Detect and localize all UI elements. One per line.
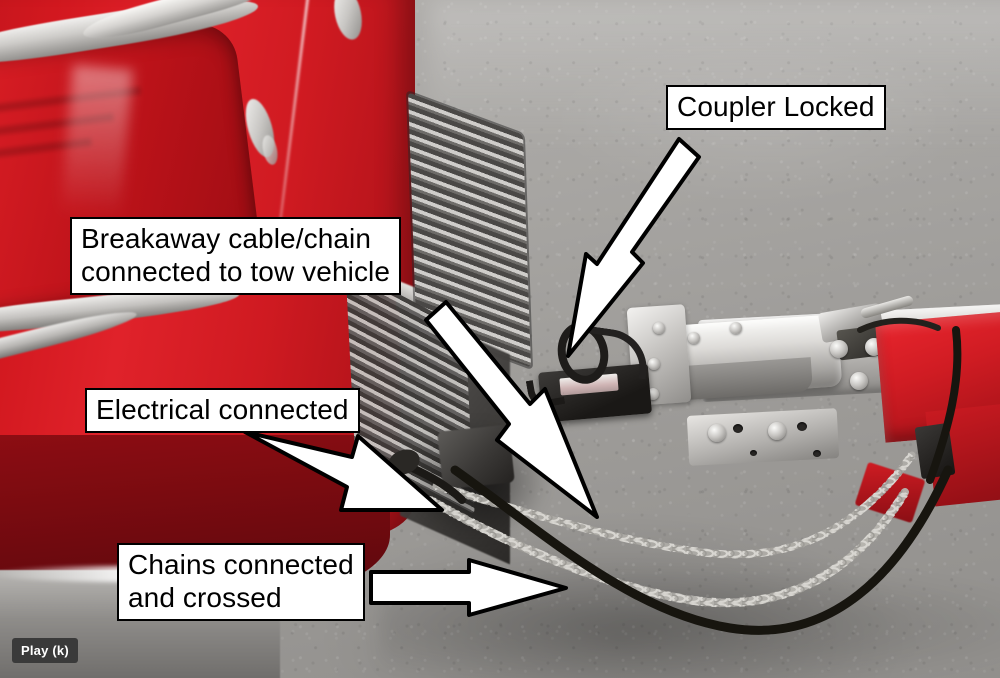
coupler-bolt: [768, 422, 786, 440]
label-line: Chains connected: [128, 549, 354, 580]
play-button-tooltip[interactable]: Play (k): [12, 638, 78, 663]
coupler-bolt: [688, 332, 700, 344]
mount-plate-hole: [750, 450, 757, 456]
coupler-bolt: [850, 372, 868, 390]
taillight-glare: [60, 64, 133, 220]
label-electrical-connected: Electrical connected: [85, 388, 360, 434]
label-line: Breakaway cable/chain: [81, 223, 372, 254]
breakaway-cable-tail: [525, 375, 566, 410]
coupler-bolt: [708, 424, 726, 442]
trailer-junction-box: [914, 422, 956, 480]
mount-plate-hole: [733, 424, 743, 433]
pavement-shadow: [380, 560, 1000, 678]
coupler-bolt: [730, 322, 742, 334]
coupler-bolt: [830, 340, 848, 358]
label-line: connected to tow vehicle: [81, 256, 391, 288]
label-coupler-locked: Coupler Locked: [666, 85, 886, 131]
hitch-receiver: [437, 424, 515, 490]
label-line: and crossed: [128, 582, 282, 614]
mount-plate-hole: [813, 450, 821, 457]
coupler-bolt: [653, 322, 665, 334]
mount-plate-hole: [797, 422, 807, 431]
coupler-bolt: [648, 358, 660, 370]
